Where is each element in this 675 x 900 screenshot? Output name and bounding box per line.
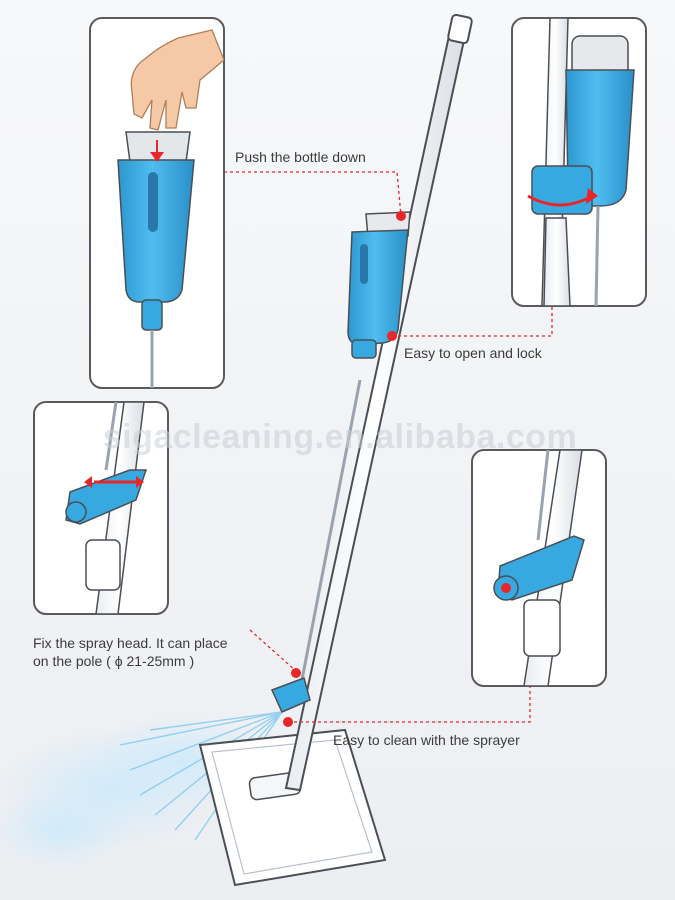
- mop-pole: [284, 13, 473, 792]
- callout-push-bottle-text: Push the bottle down: [235, 149, 366, 165]
- callout-dots: [283, 211, 406, 727]
- callout-open-lock: Easy to open and lock: [404, 344, 542, 362]
- mop-head: [198, 728, 387, 887]
- callout-fix-spray-line1: Fix the spray head. It can place: [33, 635, 228, 651]
- detail-panel-push-bottle: [89, 17, 225, 389]
- callout-clean-sprayer-text: Easy to clean with the sprayer: [333, 732, 520, 748]
- callout-fix-spray-line2: on the pole ( ϕ 21-25mm ): [33, 653, 195, 669]
- callout-push-bottle: Push the bottle down: [235, 148, 366, 166]
- callout-fix-spray-head: Fix the spray head. It can place on the …: [33, 634, 228, 670]
- detail-panel-clean-sprayer: [471, 449, 607, 687]
- callout-clean-sprayer: Easy to clean with the sprayer: [333, 731, 520, 749]
- bottle-on-pole: [347, 211, 411, 359]
- spray-head-on-pole: [270, 677, 311, 713]
- callout-leaders: [224, 171, 553, 723]
- detail-panel-open-lock: [511, 17, 647, 307]
- detail-panel-fix-spray-head: [33, 401, 169, 615]
- watermark-text: sigacleaning.en.alibaba.com: [102, 418, 578, 456]
- callout-open-lock-text: Easy to open and lock: [404, 345, 542, 361]
